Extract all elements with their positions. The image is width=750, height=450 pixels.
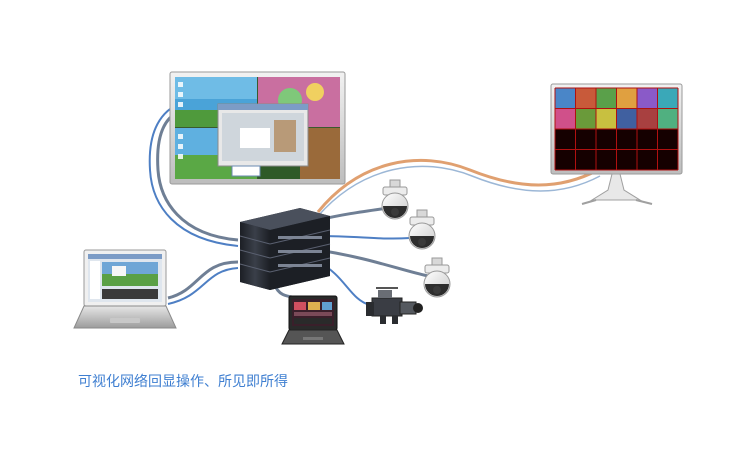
video-thumbnail: [617, 109, 637, 129]
video-thumbnail: [576, 88, 596, 108]
ptz-dome-camera-icon: [381, 179, 409, 220]
video-thumbnail: [596, 109, 616, 129]
video-thumbnail: [658, 88, 678, 108]
video-thumbnail: [596, 88, 616, 108]
cable-server-to-monitor: [156, 110, 239, 242]
cable-server-to-monitor-2: [148, 103, 239, 247]
ptz-dome-camera-icon: [408, 209, 436, 250]
cable-server-to-laptop-left: [167, 260, 239, 300]
laptop-icon: [73, 249, 177, 329]
cable-server-to-laptop-left-2: [167, 267, 239, 305]
video-wall-monitor-icon: [550, 83, 683, 205]
cable-server-to-video-wall: [316, 158, 599, 213]
ptz-dome-camera-icon: [423, 257, 451, 298]
video-thumbnail: [617, 88, 637, 108]
video-thumbnail: [555, 109, 575, 129]
cable-server-to-camera-3: [317, 248, 429, 278]
laptop-icon: [281, 295, 345, 345]
cable-server-to-video-wall-2: [317, 165, 601, 217]
cable-server-to-camera-2: [317, 235, 411, 240]
video-thumbnail: [658, 109, 678, 129]
storage-server-icon: [239, 208, 331, 290]
pro-camcorder-icon: [366, 287, 423, 324]
caption-text: 可视化网络回显操作、所见即所得: [78, 373, 288, 390]
video-thumbnail: [637, 109, 657, 129]
video-thumbnail: [555, 88, 575, 108]
desktop-monitor-icon: [169, 71, 346, 185]
video-thumbnail: [576, 109, 596, 129]
video-thumbnail: [637, 88, 657, 108]
